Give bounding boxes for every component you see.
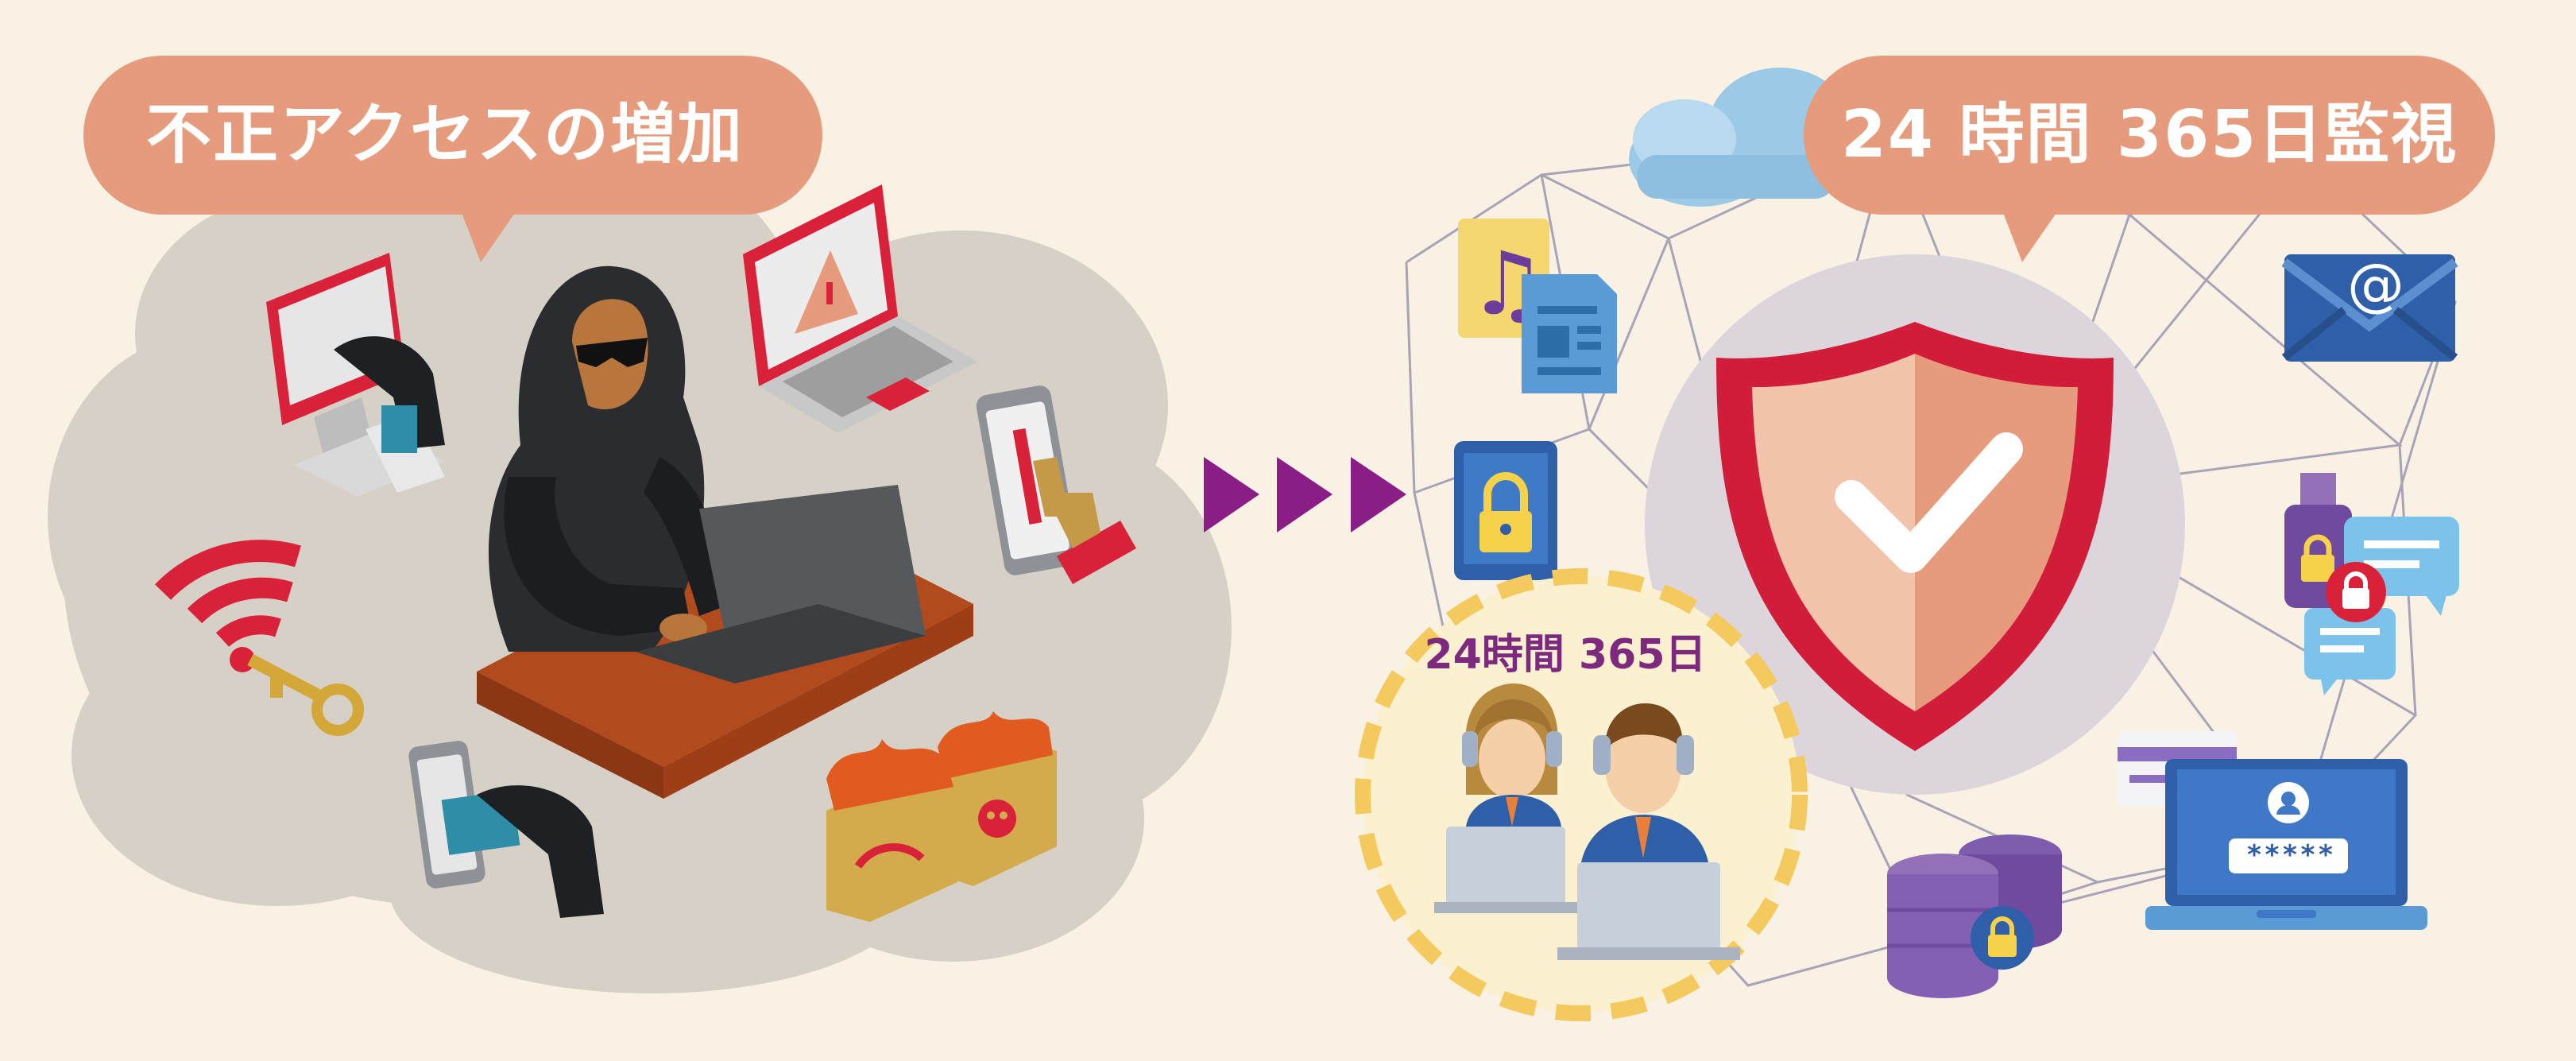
monitor-theft-icon [266,253,445,497]
email-at-symbol: @ [2347,251,2404,318]
database-lock-icon [1887,834,2062,998]
tablet-lock-icon [1454,441,1557,580]
hacker-icon [488,265,731,652]
email-icon [2281,254,2458,362]
shield-check-icon [1645,254,2185,795]
hacker-laptop-icon [636,485,926,683]
password-field-mask: ***** [2245,839,2336,871]
flow-arrows [1204,457,1406,532]
chat-bubbles-icon [2304,517,2459,695]
document-file-icon [1522,274,1617,393]
laptop-warning-icon [743,184,977,433]
operator-male-icon [1557,703,1740,960]
burning-folders-icon [826,711,1057,922]
wifi-key-icon [154,540,364,736]
cloud-icon [1629,68,1851,207]
right-speech-bubble [1804,56,2495,262]
left-bubble-title: 不正アクセスの増加 [146,97,744,172]
operator-female-icon [1434,683,1577,913]
phone-trojan-icon [976,385,1136,584]
phone-theft-icon [408,741,604,918]
monitoring-caption: 24時間 365日 [1424,631,1707,679]
left-speech-bubble [83,56,822,262]
login-laptop-icon [2145,759,2427,930]
right-bubble-title: 24 時間 365日監視 [1840,97,2458,172]
